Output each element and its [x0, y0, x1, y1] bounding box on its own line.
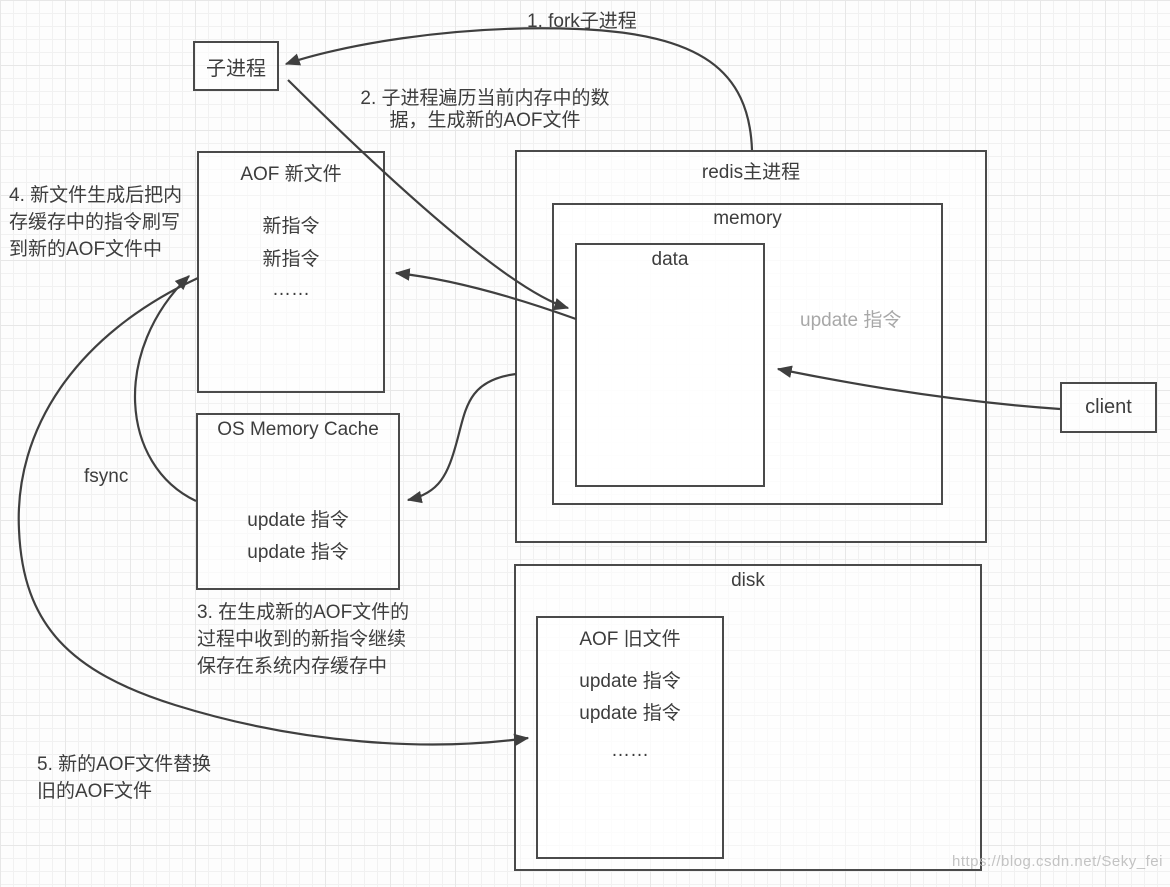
step5-label: 5. 新的AOF文件替换 旧的AOF文件 [37, 754, 212, 802]
child-process-box: 子进程 [193, 41, 279, 91]
client-label: client [1085, 396, 1132, 418]
arrow-fsync-os-cache-to-aof-new [134, 275, 197, 502]
aof-old-line-2: update 指令 [579, 703, 681, 724]
watermark: https://blog.csdn.net/Seky_fei [952, 853, 1163, 870]
aof-old-file-box: AOF 旧文件 update 指令 update 指令 …… [536, 616, 724, 859]
arrow-redis-to-os-cache [406, 372, 517, 504]
child-process-label: 子进程 [206, 57, 266, 80]
data-box: data [575, 243, 765, 487]
step1-fork-label: 1. fork子进程 [527, 11, 637, 32]
memory-title: memory [713, 208, 782, 229]
client-box: client [1060, 382, 1157, 433]
step2-label: 2. 子进程遍历当前内存中的数 据，生成新的AOF文件 [360, 88, 610, 131]
step3-label: 3. 在生成新的AOF文件的 过程中收到的新指令继续 保存在系统内存缓存中 [197, 602, 410, 677]
disk-title: disk [731, 570, 765, 591]
aof-new-line-1: 新指令 [262, 216, 320, 237]
redis-main-process-title: redis主进程 [701, 162, 801, 183]
os-memory-cache-title: OS Memory Cache [217, 419, 379, 440]
os-cache-line-1: update 指令 [247, 510, 349, 531]
data-title: data [651, 249, 689, 270]
step4-label: 4. 新文件生成后把内 存缓存中的指令刷写 到新的AOF文件中 [9, 185, 183, 260]
aof-new-ellipsis: …… [272, 279, 310, 300]
aof-old-file-title: AOF 旧文件 [579, 629, 681, 650]
fsync-label: fsync [84, 466, 129, 487]
aof-new-file-box: AOF 新文件 新指令 新指令 …… [197, 151, 385, 393]
os-cache-line-2: update 指令 [247, 542, 349, 563]
aof-old-ellipsis: …… [611, 740, 649, 761]
aof-new-file-title: AOF 新文件 [240, 164, 342, 185]
aof-old-line-1: update 指令 [579, 671, 681, 692]
os-memory-cache-box: OS Memory Cache update 指令 update 指令 [196, 413, 400, 590]
aof-new-line-2: 新指令 [262, 249, 320, 270]
